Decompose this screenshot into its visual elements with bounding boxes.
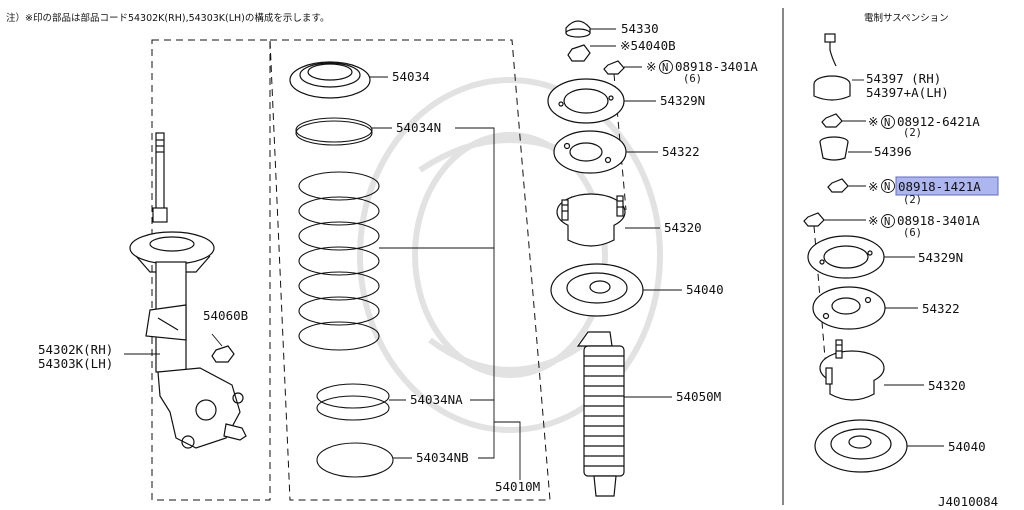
cup-54396: [819, 136, 872, 161]
label-54397-rh: 54397 (RH): [866, 71, 941, 86]
nut-08912-6421a: [821, 113, 866, 128]
n-badge-icon: [659, 60, 673, 74]
n-badge-icon: [881, 115, 895, 129]
nut-08918-1421a: [827, 178, 866, 193]
label-08918-1421a-code[interactable]: 08918-1421A: [898, 179, 981, 194]
part-highlight: [895, 176, 999, 196]
label-54034: 54034: [392, 69, 430, 84]
label-54034na: 54034NA: [410, 392, 463, 407]
diagram-code: J4010084: [938, 494, 998, 509]
bellows-54050m: [576, 331, 672, 497]
label-54396: 54396: [874, 144, 912, 159]
label-08918-3401a-r-badge: N: [884, 216, 890, 228]
label-08918-3401a-r-code: 08918-3401A: [897, 213, 980, 228]
insulator-54322: [553, 130, 658, 174]
label-54034n: 54034N: [396, 120, 441, 135]
spring-group-outline: [269, 39, 551, 501]
label-08912-code: 08912-6421A: [897, 114, 980, 129]
label-bolt-center-prefix: ※: [646, 59, 656, 74]
label-54320-right: 54320: [928, 378, 966, 393]
label-54060b: 54060B: [203, 308, 248, 323]
upper-spring-seat: [289, 61, 388, 99]
side-section-title: 電制サスペンション: [864, 12, 949, 24]
label-54040: 54040: [686, 282, 724, 297]
upper-spring-rubber: [295, 117, 392, 146]
n-badge-icon: [881, 179, 895, 193]
label-08912-qty: (2): [903, 127, 922, 139]
label-08918-1421a-prefix: ※: [868, 179, 878, 194]
lower-spring-seat: [316, 442, 412, 478]
label-54329n: 54329N: [660, 93, 705, 108]
insulator-54322-right: [812, 286, 918, 330]
coil-spring: [298, 171, 494, 351]
label-08912-badge: N: [884, 117, 890, 129]
strut-group-outline: [151, 39, 271, 501]
label-bolt-center-badge: N: [662, 62, 668, 74]
label-54034nb: 54034NB: [416, 450, 469, 465]
plate-54329n: [547, 78, 656, 124]
label-54010m: 54010M: [495, 479, 540, 494]
label-54050m: 54050M: [676, 389, 721, 404]
kit-bracket: [455, 127, 521, 480]
nut-08918-3401a-center: [603, 60, 642, 211]
n-badge-icon: [881, 214, 895, 228]
label-08918-1421a-badge: N: [884, 181, 890, 193]
actuator-54397: [813, 33, 864, 101]
label-54040b: ※54040B: [620, 38, 676, 53]
nut-54040b: [567, 44, 616, 62]
label-bolt-center-code: 08918-3401A: [675, 59, 758, 74]
label-08918-3401a-r-prefix: ※: [868, 213, 878, 228]
plate-54329n-right: [807, 235, 915, 279]
header-note: 注）※印の部品は部品コード54302K(RH),54303K(LH)の構成を示し…: [6, 12, 329, 24]
label-54329n-right: 54329N: [918, 250, 963, 265]
label-54320: 54320: [664, 220, 702, 235]
lower-spring-rubber: [316, 383, 406, 421]
label-54322: 54322: [662, 144, 700, 159]
strut-assembly: [129, 132, 247, 449]
nut-54060b: [211, 333, 235, 363]
label-54330: 54330: [621, 21, 659, 36]
label-08918-3401a-r-qty: (6): [903, 227, 922, 239]
bearing-54040: [550, 263, 682, 317]
label-08912-prefix: ※: [868, 114, 878, 129]
mount-54320-right: [819, 339, 924, 401]
label-bolt-center-qty: (6): [683, 73, 702, 85]
mount-54320: [556, 193, 660, 247]
label-strut-lh: 54303K(LH): [38, 356, 113, 371]
bearing-54040-right: [814, 419, 944, 473]
watermark-emblem: [357, 77, 663, 433]
label-54397-lh: 54397+A(LH): [866, 85, 949, 100]
label-54322-right: 54322: [922, 301, 960, 316]
label-strut-rh: 54302K(RH): [38, 342, 113, 357]
label-54040-right: 54040: [948, 439, 986, 454]
label-08918-1421a-qty: (2): [903, 194, 922, 206]
cap-54330: [565, 20, 616, 38]
